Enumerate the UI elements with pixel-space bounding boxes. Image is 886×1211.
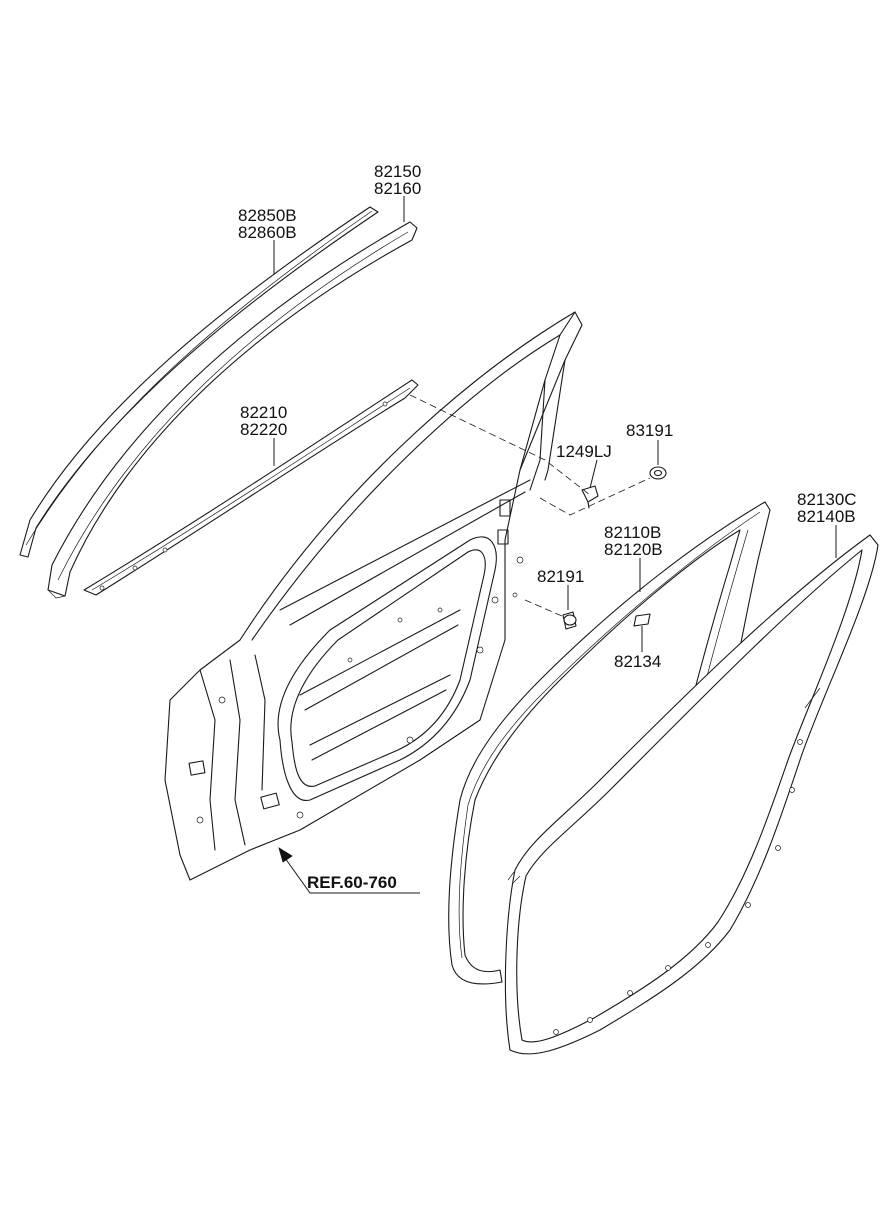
label-82220: 82220 [240, 420, 287, 439]
label-82120B: 82120B [604, 540, 663, 559]
assembly-line-nut [539, 477, 651, 516]
label-82110B: 82110B [604, 523, 661, 542]
belt-weatherstrip-82210[interactable] [83, 379, 419, 596]
ref-label[interactable]: REF.60-760 [307, 873, 397, 892]
front-door-panel[interactable] [164, 311, 583, 881]
label-82160: 82160 [374, 179, 421, 198]
label-82850B: 82850B [238, 206, 297, 225]
screw-1249LJ[interactable] [581, 485, 599, 509]
label-82140B: 82140B [797, 507, 856, 526]
label-83191: 83191 [626, 421, 673, 440]
stopper-82191[interactable] [562, 611, 577, 630]
ref-arrow [278, 847, 420, 894]
label-1249LJ: 1249LJ [556, 442, 612, 461]
label-82860B: 82860B [238, 223, 297, 242]
body-side-weatherstrip-82130C[interactable] [504, 534, 879, 1055]
assembly-line-frame [409, 394, 591, 496]
door-frame-weatherstrip-82150[interactable] [47, 221, 418, 599]
door-frame-moulding-82850B[interactable] [19, 206, 379, 558]
assembly-line-stopper [524, 599, 563, 617]
label-82134: 82134 [614, 652, 661, 671]
label-82191: 82191 [537, 567, 584, 586]
label-82150: 82150 [374, 162, 421, 181]
clip-82134[interactable] [633, 613, 651, 627]
nut-83191[interactable] [649, 466, 667, 480]
label-82130C: 82130C [797, 490, 857, 509]
label-82210: 82210 [240, 403, 287, 422]
leader-1249LJ [589, 459, 598, 489]
